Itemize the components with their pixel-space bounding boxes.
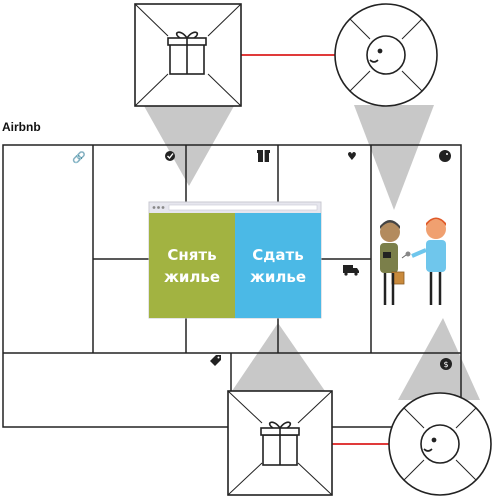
truck-icon xyxy=(343,265,359,276)
svg-text:$: $ xyxy=(443,360,448,369)
callout-bottom-center xyxy=(232,323,325,391)
face-circle-top xyxy=(334,3,438,107)
callout-bottom-right xyxy=(398,318,480,400)
callout-top-left xyxy=(144,106,234,186)
host-housing-panel: Сдать жилье xyxy=(235,213,321,318)
host-housing-label: Сдать жилье xyxy=(249,245,307,286)
people-illustration xyxy=(380,217,446,305)
check-circle-icon xyxy=(165,151,175,161)
gift-square-bottom xyxy=(227,390,333,496)
diagram-title: Airbnb xyxy=(2,120,41,134)
callout-top-right xyxy=(354,105,434,210)
browser-window xyxy=(148,201,322,319)
face-icon xyxy=(439,150,451,162)
face-circle-bottom xyxy=(388,392,492,496)
heart-icon: ♥ xyxy=(347,150,357,163)
gift-square-top xyxy=(134,3,242,107)
rent-housing-panel: Снять жилье xyxy=(149,213,235,318)
rent-housing-label: Снять жилье xyxy=(163,245,221,286)
host-panel-bg xyxy=(235,213,321,318)
tag-icon xyxy=(210,355,221,366)
rent-panel-bg xyxy=(149,213,235,318)
gift-icon xyxy=(257,150,270,162)
link-icon: 🔗 xyxy=(72,150,86,164)
money-bag-icon: $ xyxy=(440,358,452,370)
